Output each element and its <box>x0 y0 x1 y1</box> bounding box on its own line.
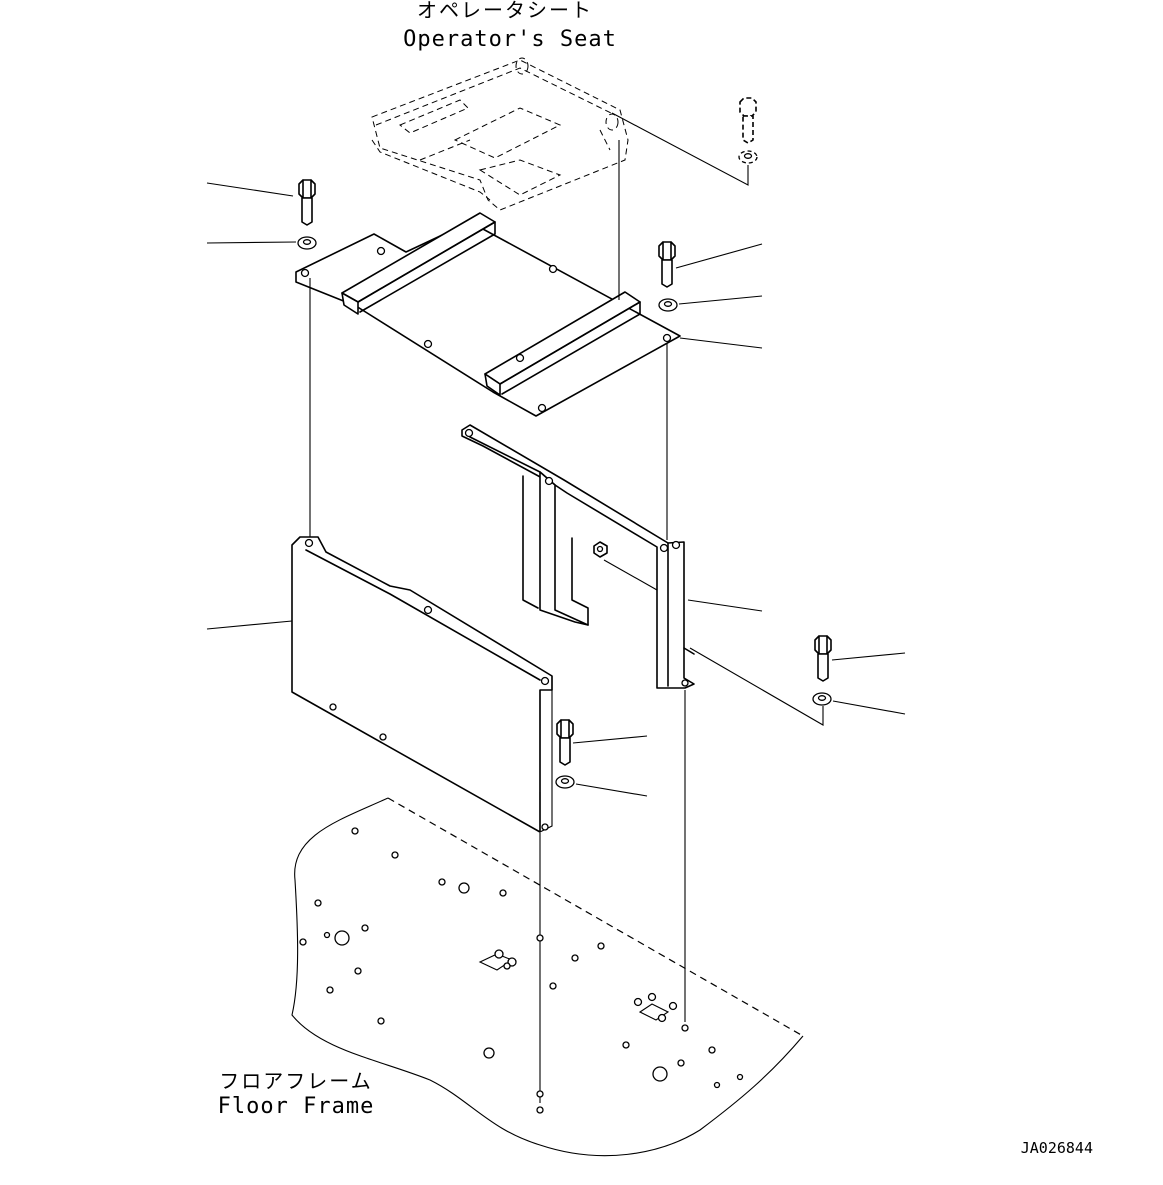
operator-seat-label-jp: オペレータシート <box>417 0 593 22</box>
operator-seat-phantom <box>371 57 629 211</box>
washer-icon <box>555 775 575 789</box>
operator-seat-label-en: Operator's Seat <box>403 27 617 52</box>
bolt-icon <box>658 241 676 288</box>
washer-icon <box>812 692 832 706</box>
washer-icon <box>738 150 758 164</box>
bolt-icon <box>556 719 574 766</box>
bolt-icon <box>298 179 316 226</box>
bolt-icon <box>739 97 757 144</box>
alignment-lines <box>309 140 686 1103</box>
bolt-icon <box>814 635 832 682</box>
floor-frame-label-jp: フロアフレーム <box>219 1069 372 1093</box>
leader-lines <box>206 112 906 797</box>
seat-mount-plate <box>295 212 681 417</box>
drawing-number: JA026844 <box>1021 1139 1093 1157</box>
rear-frame-bracket <box>461 424 695 689</box>
nut-icon <box>593 541 608 558</box>
floor-frame-phantom <box>291 797 804 1157</box>
washer-icon <box>658 298 678 312</box>
washer-icon <box>297 236 317 250</box>
front-panel <box>291 536 553 833</box>
floor-frame-label-en: Floor Frame <box>218 1094 375 1119</box>
